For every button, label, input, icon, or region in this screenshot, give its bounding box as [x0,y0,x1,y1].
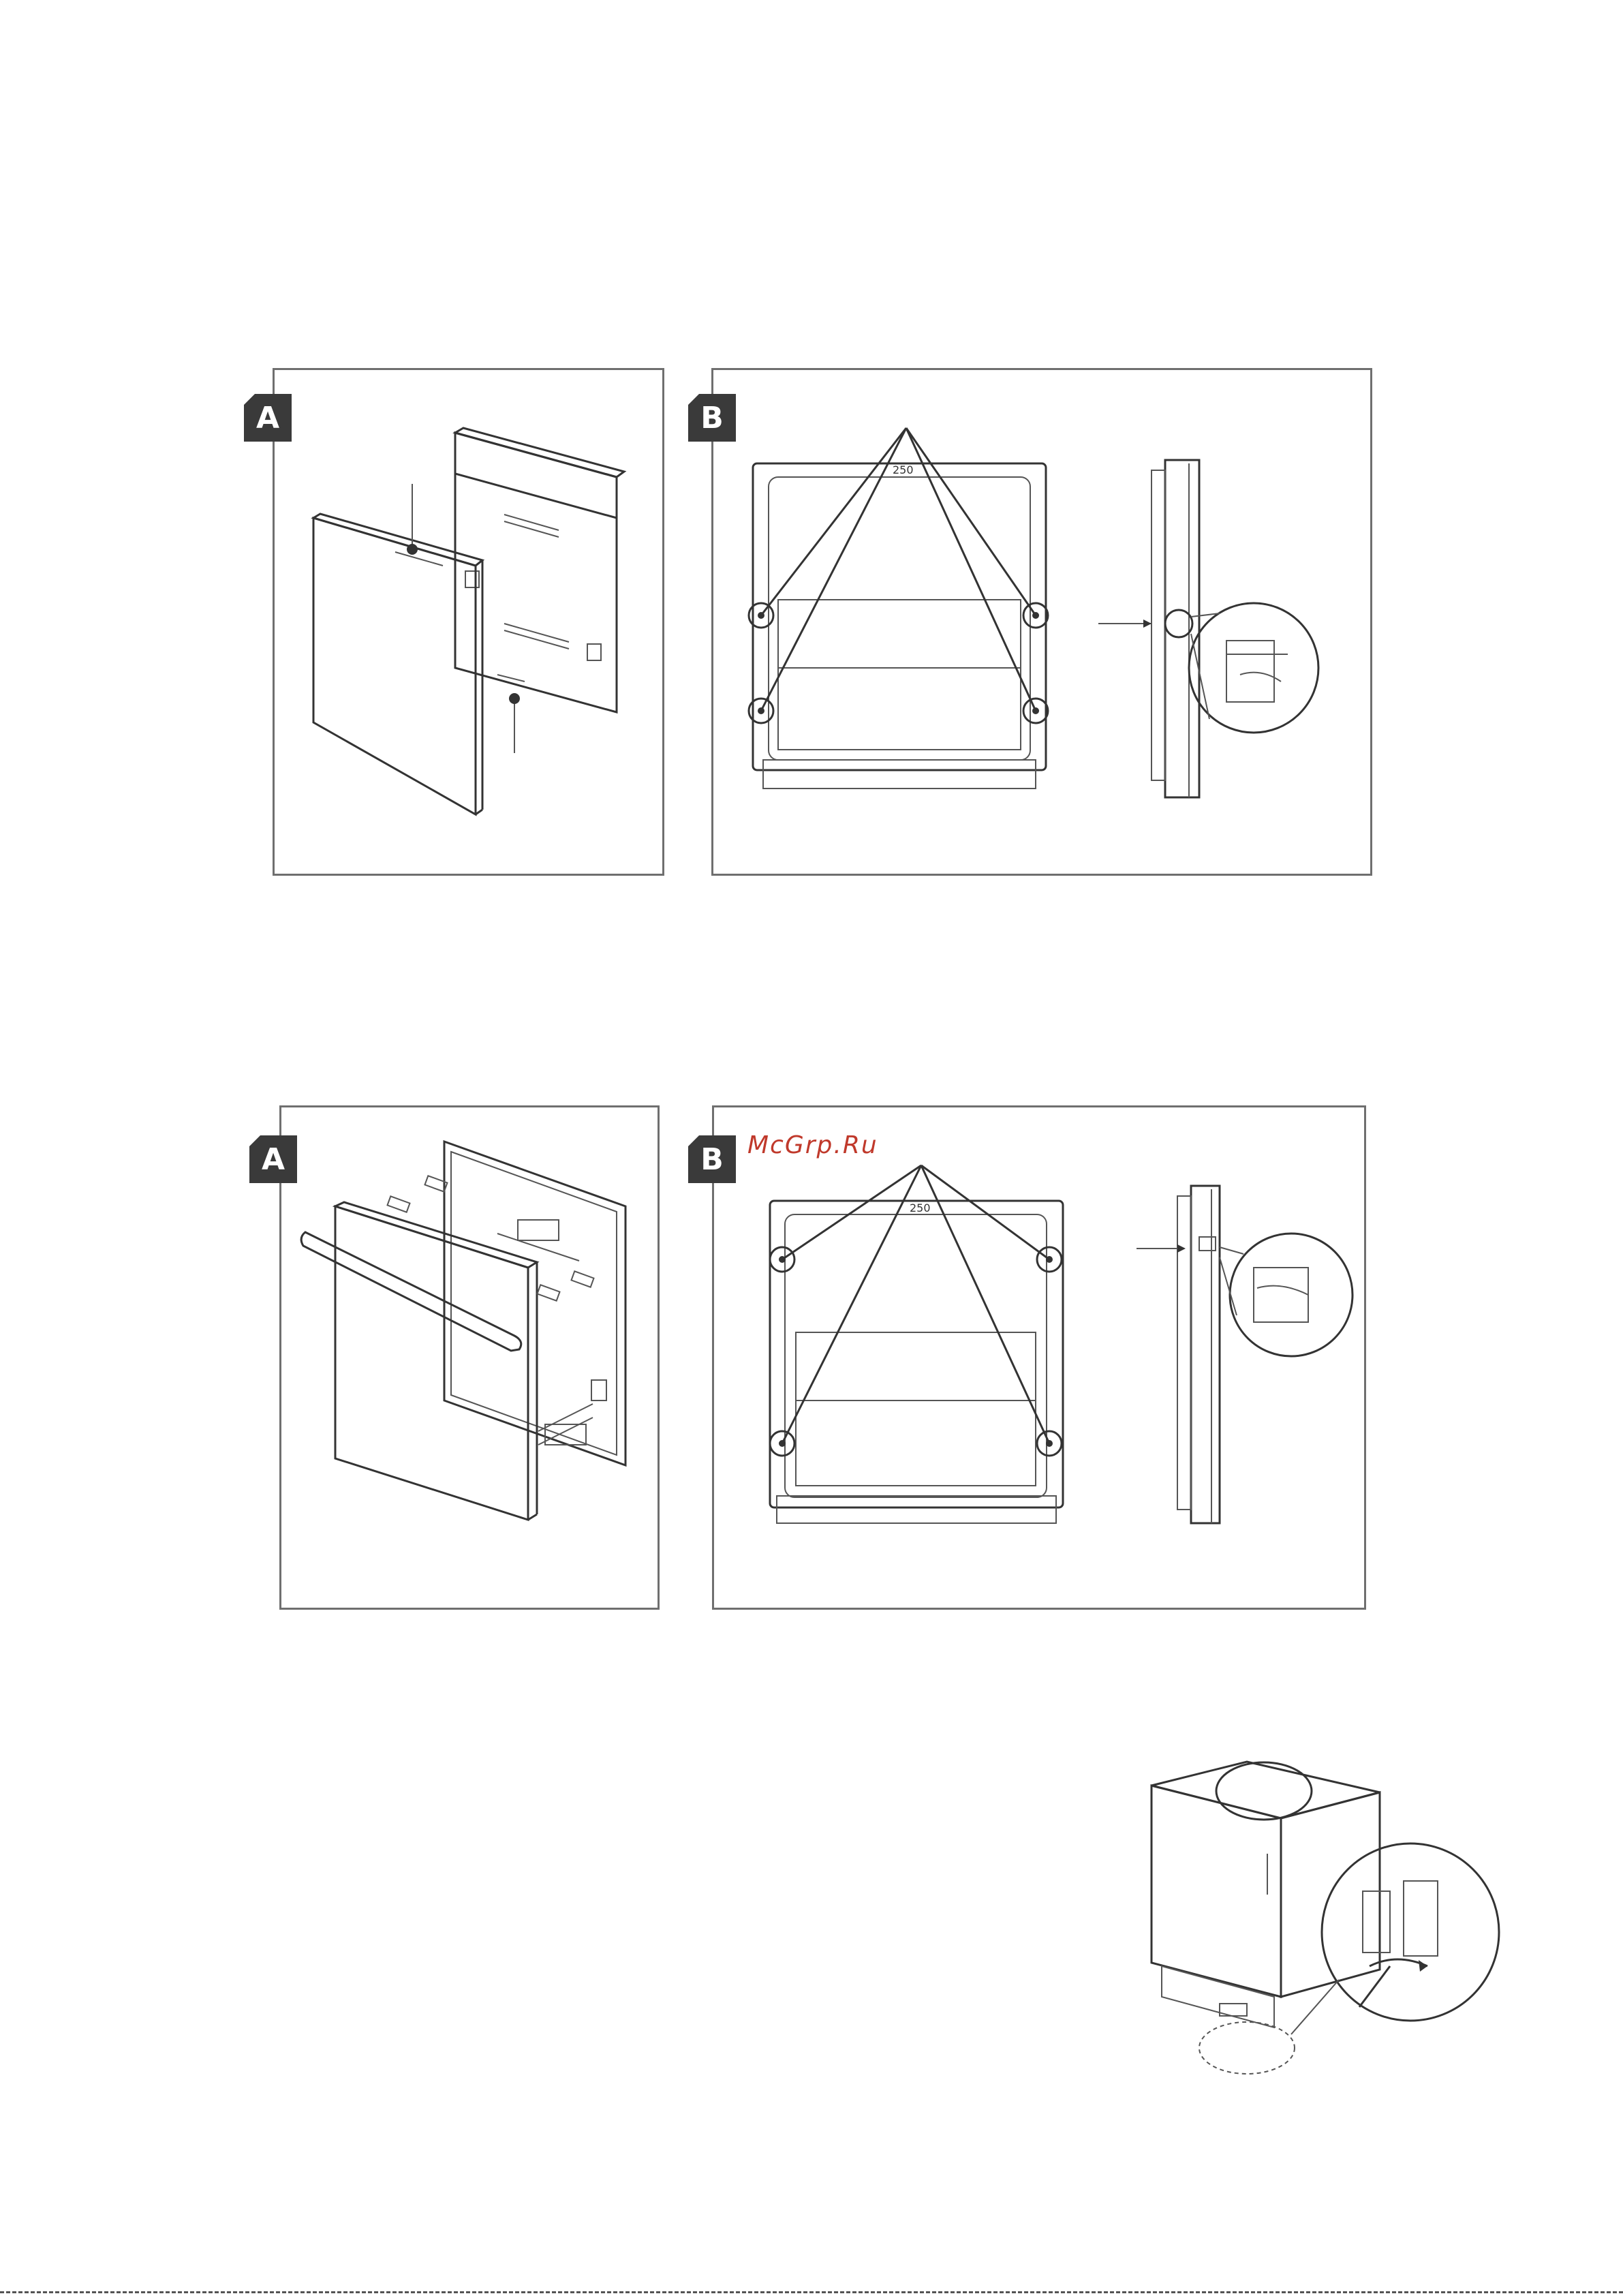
page-bottom-rule [0,2291,1623,2295]
